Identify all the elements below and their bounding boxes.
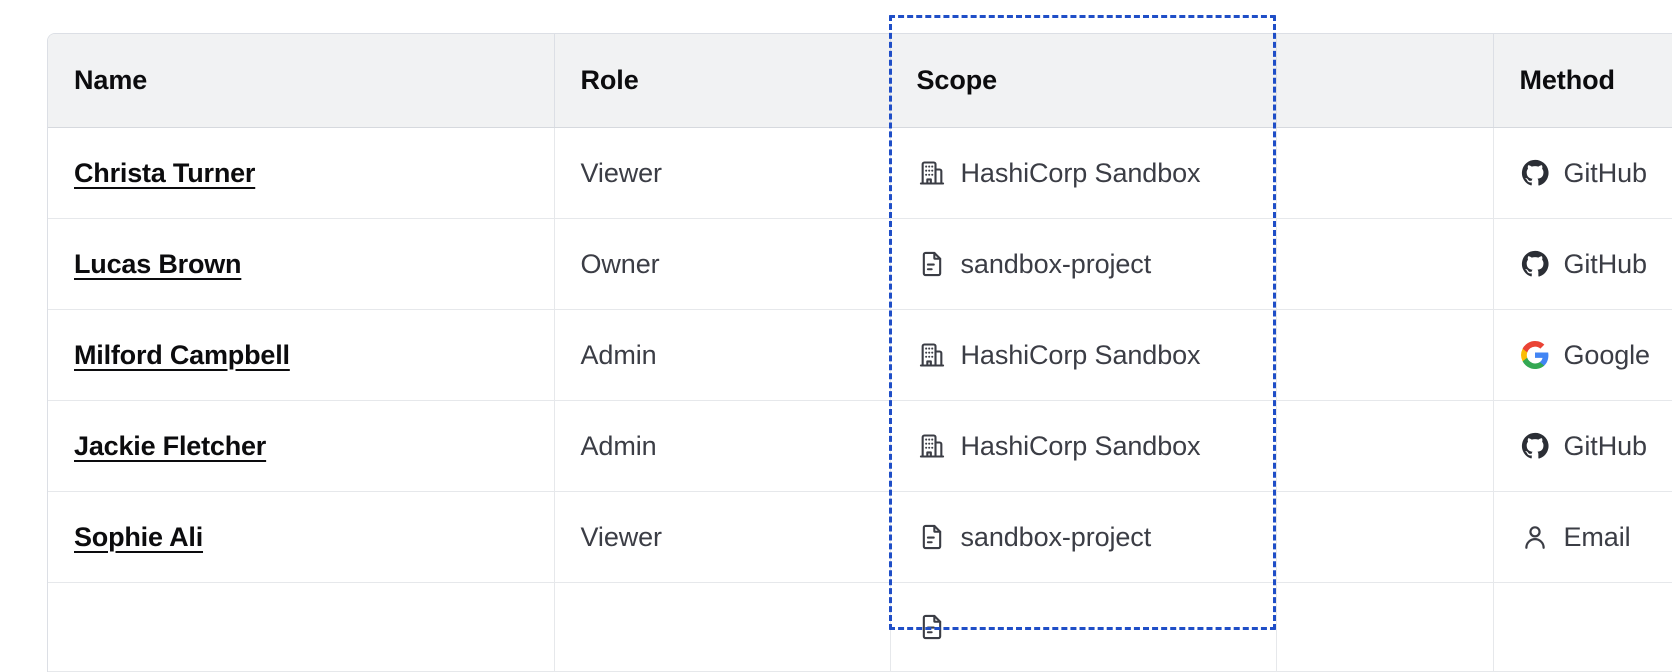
cell-blank xyxy=(1276,127,1494,219)
column-header-method[interactable]: Method xyxy=(1493,34,1672,128)
scope-label: sandbox-project xyxy=(960,521,1152,552)
cell-blank xyxy=(1276,400,1494,492)
project-document-icon xyxy=(917,522,947,552)
cell-role: Viewer xyxy=(554,127,891,219)
cell-name: Milford Campbell xyxy=(48,309,555,401)
method-label: Email xyxy=(1563,521,1631,552)
table-row: Milford Campbell Admin xyxy=(48,309,1672,401)
scope-label: HashiCorp Sandbox xyxy=(960,157,1201,188)
method-label: GitHub xyxy=(1563,157,1648,188)
cell-role: Viewer xyxy=(554,491,891,583)
cell-method: GitHub xyxy=(1493,218,1672,310)
table-row xyxy=(48,582,1672,672)
cell-blank xyxy=(1276,309,1494,401)
project-document-icon xyxy=(917,612,947,642)
cell-scope: sandbox-project xyxy=(890,491,1277,583)
column-header-name[interactable]: Name xyxy=(48,34,555,128)
cell-role: Admin xyxy=(554,400,891,492)
github-icon xyxy=(1520,249,1550,279)
table-row: Christa Turner Viewer xyxy=(48,127,1672,219)
method-label: GitHub xyxy=(1563,248,1648,279)
cell-method: Google xyxy=(1493,309,1672,401)
google-icon xyxy=(1520,340,1550,370)
members-table-screen: Name Role Scope Method Christa Turner Vi… xyxy=(47,15,1672,672)
project-document-icon xyxy=(917,249,947,279)
members-table-container: Name Role Scope Method Christa Turner Vi… xyxy=(47,33,1672,672)
github-icon xyxy=(1520,431,1550,461)
cell-scope xyxy=(890,582,1277,672)
table-header: Name Role Scope Method xyxy=(48,34,1672,128)
member-name-link[interactable]: Sophie Ali xyxy=(74,521,204,552)
cell-name xyxy=(48,582,555,672)
cell-scope: HashiCorp Sandbox xyxy=(890,127,1277,219)
cell-blank xyxy=(1276,218,1494,310)
cell-scope: HashiCorp Sandbox xyxy=(890,400,1277,492)
user-person-icon xyxy=(1520,522,1550,552)
organization-building-icon xyxy=(917,158,947,188)
table-header-row: Name Role Scope Method xyxy=(48,34,1672,128)
cell-blank xyxy=(1276,491,1494,583)
cell-name: Christa Turner xyxy=(48,127,555,219)
cell-scope: HashiCorp Sandbox xyxy=(890,309,1277,401)
cell-method: GitHub xyxy=(1493,400,1672,492)
scope-label: sandbox-project xyxy=(960,248,1152,279)
column-header-blank xyxy=(1276,34,1494,128)
cell-name: Jackie Fletcher xyxy=(48,400,555,492)
member-name-link[interactable]: Milford Campbell xyxy=(74,339,290,370)
cell-role: Owner xyxy=(554,218,891,310)
scope-label: HashiCorp Sandbox xyxy=(960,430,1201,461)
cell-blank xyxy=(1276,582,1494,672)
member-name-link[interactable]: Jackie Fletcher xyxy=(74,430,267,461)
table-row: Sophie Ali Viewer sa xyxy=(48,491,1672,583)
github-icon xyxy=(1520,158,1550,188)
members-table: Name Role Scope Method Christa Turner Vi… xyxy=(48,34,1672,672)
cell-scope: sandbox-project xyxy=(890,218,1277,310)
cell-method xyxy=(1493,582,1672,672)
column-header-scope[interactable]: Scope xyxy=(890,34,1277,128)
cell-role: Admin xyxy=(554,309,891,401)
cell-method: Email xyxy=(1493,491,1672,583)
cell-method: GitHub xyxy=(1493,127,1672,219)
scope-label: HashiCorp Sandbox xyxy=(960,339,1201,370)
method-label: Google xyxy=(1563,339,1651,370)
organization-building-icon xyxy=(917,431,947,461)
cell-name: Lucas Brown xyxy=(48,218,555,310)
table-row: Lucas Brown Owner sa xyxy=(48,218,1672,310)
organization-building-icon xyxy=(917,340,947,370)
cell-role xyxy=(554,582,891,672)
cell-name: Sophie Ali xyxy=(48,491,555,583)
member-name-link[interactable]: Lucas Brown xyxy=(74,248,242,279)
table-row: Jackie Fletcher Admin xyxy=(48,400,1672,492)
member-name-link[interactable]: Christa Turner xyxy=(74,157,256,188)
column-header-role[interactable]: Role xyxy=(554,34,891,128)
table-body: Christa Turner Viewer xyxy=(48,127,1672,672)
method-label: GitHub xyxy=(1563,430,1648,461)
